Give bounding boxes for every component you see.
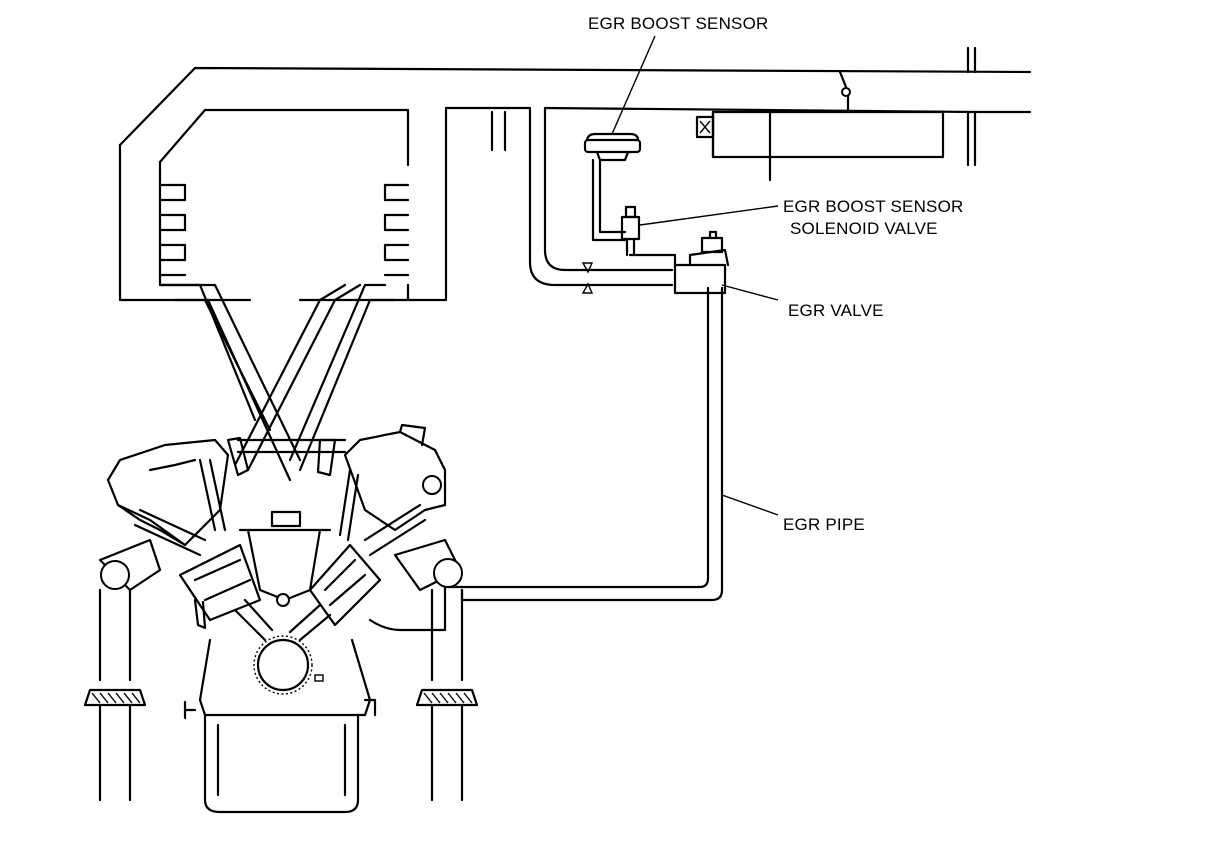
label-egr-valve: EGR VALVE bbox=[788, 301, 884, 320]
label-egr-pipe: EGR PIPE bbox=[783, 515, 865, 534]
intake-duct bbox=[118, 46, 1032, 302]
air-cleaner-box bbox=[695, 70, 945, 182]
leader-lines bbox=[611, 35, 779, 516]
intake-runners bbox=[158, 283, 397, 482]
egr-valve bbox=[628, 230, 730, 295]
intake-plenum bbox=[118, 143, 410, 302]
label-solenoid-valve-line2: SOLENOID VALVE bbox=[790, 219, 938, 238]
engine-block bbox=[83, 423, 479, 814]
label-solenoid-valve-line1: EGR BOOST SENSOR bbox=[783, 197, 963, 216]
check-valve bbox=[581, 262, 594, 294]
egr-boost-sensor bbox=[583, 132, 642, 242]
label-egr-boost-sensor: EGR BOOST SENSOR bbox=[588, 14, 768, 33]
egr-boost-sensor-solenoid-valve bbox=[620, 205, 641, 257]
egr-pipe bbox=[368, 286, 724, 632]
